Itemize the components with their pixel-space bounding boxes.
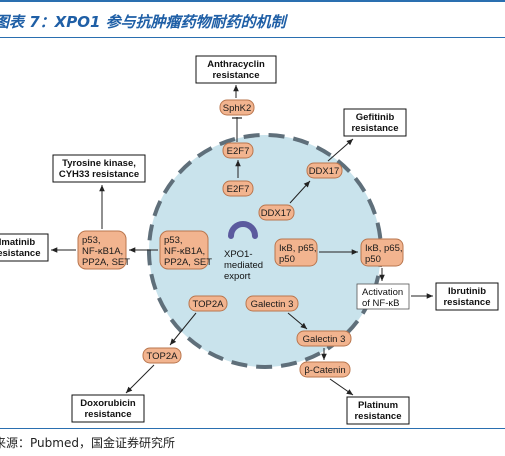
gefitinib-label-2: resistance xyxy=(351,123,398,134)
ikb-inner-line-2: p50 xyxy=(279,254,295,265)
center-label-line-1: XPO1- xyxy=(224,249,253,260)
arrow-top2a-out xyxy=(169,312,197,346)
galectin-outer-label: Galectin 3 xyxy=(303,334,346,345)
ikb-inner-node xyxy=(274,238,318,267)
sphk2-label: SphK2 xyxy=(223,103,252,114)
anthracyclin-label-1: Anthracyclin xyxy=(207,59,265,70)
platinum-label-2: resistance xyxy=(354,411,401,422)
p53-inner-line-2: NF-κB1A, xyxy=(164,246,205,257)
tyrosine-kinase-resistance-box xyxy=(52,154,146,183)
imatinib-label-1: Imatinib xyxy=(0,237,35,248)
arrow-ddx17-gefitinib xyxy=(327,138,354,162)
center-label-line-3: export xyxy=(224,271,251,282)
e2f7-inner-label: E2F7 xyxy=(227,184,250,195)
top2a-inner-node xyxy=(188,295,228,312)
imatinib-label-2: resistance xyxy=(0,248,41,259)
ibrutinib-label-2: resistance xyxy=(443,297,490,308)
p53-outer-node xyxy=(77,230,127,270)
p53-outer-line-2: NF-κB1A, xyxy=(82,246,123,257)
platinum-label-1: Platinum xyxy=(358,400,398,411)
source-bar: 来源：Pubmed，国金证券研究所 xyxy=(0,428,505,456)
p53-inner-line-1: p53, xyxy=(164,235,183,246)
sphk2-node xyxy=(219,99,255,116)
source-note: 来源：Pubmed，国金证券研究所 xyxy=(0,436,175,450)
ddx17-inner-label: DDX17 xyxy=(261,208,292,219)
ddx17-inner-node xyxy=(258,204,295,221)
arrow-top2a-doxorubicin xyxy=(125,364,155,394)
e2f7-top-node xyxy=(222,142,254,159)
catenin-node xyxy=(299,361,351,378)
nfkb-activation-box xyxy=(356,283,410,310)
galectin-outer-node xyxy=(296,330,352,347)
nfkb-activation-line-2: of NF-κB xyxy=(362,298,399,309)
center-label-line-2: mediated xyxy=(224,260,263,271)
gefitinib-resistance-box xyxy=(343,108,407,137)
p53-outer-line-1: p53, xyxy=(82,235,101,246)
arrow-galectin-out xyxy=(287,312,308,330)
ibrutinib-resistance-box xyxy=(435,282,499,311)
ibrutinib-label-1: Ibrutinib xyxy=(448,286,486,297)
top2a-inner-label: TOP2A xyxy=(193,299,225,310)
ikb-inner-line-1: IκB, p65, xyxy=(279,243,317,254)
page-title: 图表 7：XPO1 参与抗肿瘤药物耐药的机制 xyxy=(0,13,286,31)
anthracyclin-resistance-box xyxy=(195,55,277,84)
ikb-outer-line-2: p50 xyxy=(365,254,381,265)
doxorubicin-label-2: resistance xyxy=(84,409,131,420)
ikb-outer-line-1: IκB, p65, xyxy=(365,243,403,254)
tyrosine-label-2: CYH33 resistance xyxy=(59,169,139,180)
gefitinib-label-1: Gefitinib xyxy=(356,112,395,123)
e2f7-top-label: E2F7 xyxy=(227,146,250,157)
doxorubicin-label-1: Doxorubicin xyxy=(80,398,136,409)
arrow-ddx17-out xyxy=(289,180,311,204)
top2a-outer-label: TOP2A xyxy=(147,351,179,362)
imatinib-resistance-box xyxy=(0,233,49,262)
arrow-catenin-platinum xyxy=(329,378,354,396)
galectin-inner-label: Galectin 3 xyxy=(251,299,294,310)
title-bar: 图表 7：XPO1 参与抗肿瘤药物耐药的机制 xyxy=(0,0,505,38)
galectin-inner-node xyxy=(245,295,299,312)
tyrosine-label-1: Tyrosine kinase, xyxy=(62,158,136,169)
ddx17-outer-label: DDX17 xyxy=(309,166,340,177)
p53-inner-line-3: PP2A, SET xyxy=(164,257,212,268)
catenin-label: β-Catenin xyxy=(304,365,345,376)
nfkb-activation-line-1: Activation xyxy=(362,287,403,298)
ikb-outer-node xyxy=(360,238,404,267)
xpo1-label: XPO1- mediated export xyxy=(224,249,263,282)
anthracyclin-label-2: resistance xyxy=(212,70,259,81)
ddx17-outer-node xyxy=(306,162,343,179)
xpo1-icon xyxy=(228,221,258,239)
doxorubicin-resistance-box xyxy=(71,394,145,423)
p53-inner-node xyxy=(159,230,209,270)
platinum-resistance-box xyxy=(346,396,410,425)
p53-outer-line-3: PP2A, SET xyxy=(82,257,130,268)
top2a-outer-node xyxy=(142,347,182,364)
e2f7-inner-node xyxy=(222,180,254,197)
